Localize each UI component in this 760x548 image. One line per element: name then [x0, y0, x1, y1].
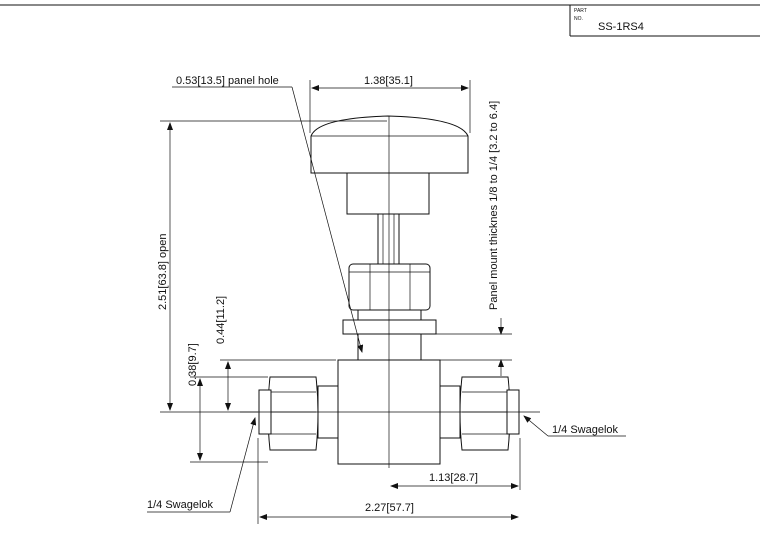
handle-knob — [310, 115, 469, 174]
dim-half-length-text: 1.13[28.7] — [429, 472, 478, 484]
dim-panel-thickness-text: Panel mount thicknes 1/8 to 1/4 [3.2 to … — [488, 101, 500, 310]
dim-handle-width-text: 1.38[35.1] — [364, 75, 413, 87]
left-fitting-nut — [267, 376, 319, 451]
dim-044-text: 0.44[11.2] — [215, 296, 227, 344]
dim-038: 0.38[9.7] — [187, 343, 268, 463]
leader-panel-hole: 0.53[13.5] panel hole — [172, 75, 364, 353]
callout-right-fitting: 1/4 Swagelok — [523, 415, 626, 437]
callout-left-fitting: 1/4 Swagelok — [147, 417, 257, 513]
dim-038-text: 0.38[9.7] — [187, 343, 199, 386]
no-label: NO. — [574, 16, 583, 22]
valve-geometry — [240, 115, 540, 468]
dim-handle-width: 1.38[35.1] — [309, 75, 471, 133]
leader-line — [229, 417, 257, 513]
part-number: SS-1RS4 — [598, 21, 644, 33]
left-fitting-label: 1/4 Swagelok — [147, 499, 214, 511]
right-fitting-nut — [459, 376, 511, 451]
dim-overall-length-text: 2.27[57.7] — [365, 502, 414, 514]
dim-height-open: 2.51[63.8] open — [157, 120, 387, 413]
right-fitting-label: 1/4 Swagelok — [552, 424, 619, 436]
leader-line — [291, 86, 364, 353]
bonnet-nut — [348, 263, 431, 311]
dim-044: 0.44[11.2] — [215, 296, 336, 411]
panel-hole-text: 0.53[13.5] panel hole — [176, 75, 279, 87]
part-label: PART — [574, 8, 587, 14]
dim-half-length: 1.13[28.7] — [390, 438, 521, 490]
dim-overall-length: 2.27[57.7] — [257, 438, 519, 524]
panel-nut-upper — [357, 309, 422, 321]
title-block: PART NO. SS-1RS4 — [0, 4, 760, 37]
bonnet-neck — [357, 333, 422, 361]
stem — [377, 213, 400, 265]
leader-line — [523, 415, 549, 437]
handle-hub — [346, 172, 430, 215]
dim-panel-thickness: Panel mount thicknes 1/8 to 1/4 [3.2 to … — [436, 101, 512, 376]
dim-height-open-text: 2.51[63.8] open — [157, 234, 169, 310]
